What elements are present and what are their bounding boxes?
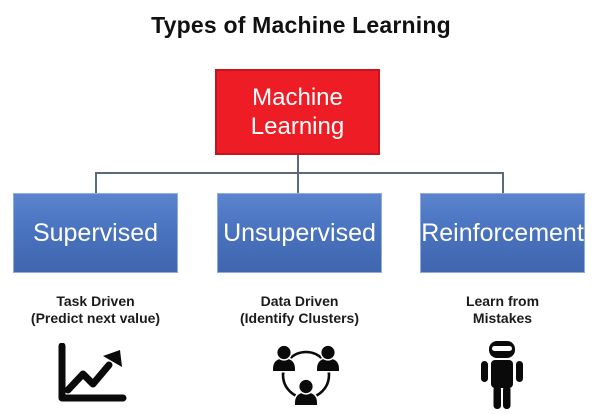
robot-icon: [478, 341, 526, 411]
desc-unsupervised: Data Driven (Identify Clusters): [217, 293, 382, 327]
node-supervised-label: Supervised: [32, 218, 159, 247]
node-reinforcement-label: Reinforcement: [421, 218, 584, 247]
cluster-people-icon: [264, 345, 348, 409]
connector-middle-stem: [297, 172, 299, 193]
page-title: Types of Machine Learning: [151, 12, 451, 38]
trend-chart-icon: [53, 343, 129, 405]
connector-left-stem: [95, 172, 97, 193]
node-unsupervised-label: Unsupervised: [223, 218, 376, 247]
node-unsupervised: Unsupervised: [217, 193, 382, 273]
connector-root-stem: [297, 155, 299, 173]
desc-supervised-line1: Task Driven: [56, 293, 135, 309]
connector-horizontal: [95, 172, 504, 174]
node-machine-learning: Machine Learning: [215, 69, 380, 155]
desc-supervised-line2: (Predict next value): [30, 310, 161, 327]
desc-unsupervised-line2: (Identify Clusters): [239, 310, 359, 327]
desc-reinforcement: Learn from Mistakes: [420, 293, 585, 327]
desc-reinforcement-line2: Mistakes: [472, 310, 533, 327]
node-reinforcement: Reinforcement: [420, 193, 585, 273]
connector-right-stem: [502, 172, 504, 193]
node-supervised: Supervised: [13, 193, 178, 273]
desc-supervised: Task Driven (Predict next value): [13, 293, 178, 327]
desc-reinforcement-line1: Learn from: [465, 293, 540, 309]
node-machine-learning-label: Machine Learning: [250, 83, 345, 140]
desc-unsupervised-line1: Data Driven: [260, 293, 339, 309]
